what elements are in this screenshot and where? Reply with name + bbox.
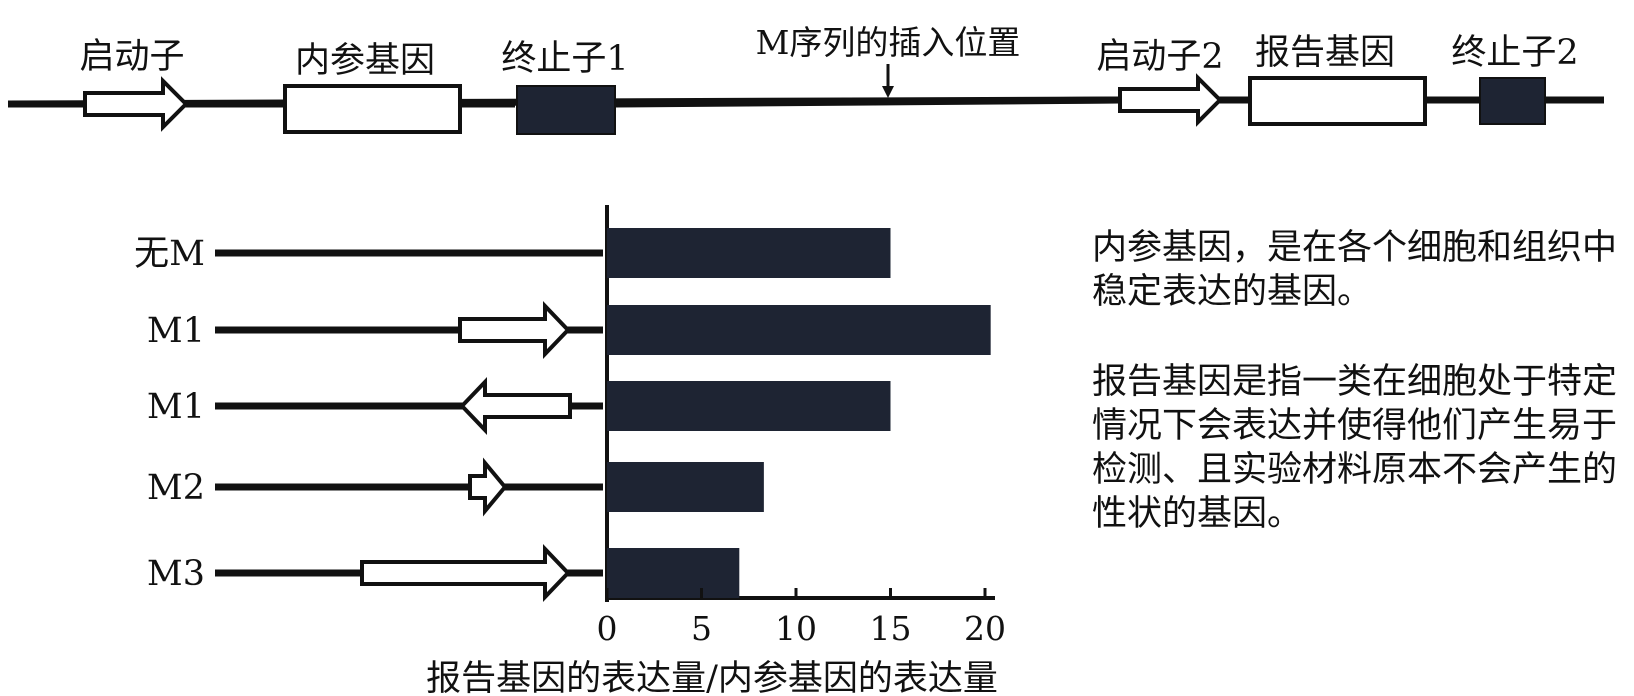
label-promoter1: 启动子 xyxy=(79,37,184,77)
m-sequence-arrow-4 xyxy=(360,544,571,602)
bar-0 xyxy=(607,228,891,278)
label-promoter2: 启动子2 xyxy=(1096,37,1223,77)
promoter2-arrow xyxy=(1118,73,1223,127)
note-reporter-gene: 报告基因是指一类在细胞处于特定情况下会表达并使得他们产生易于检测、且实验材料原本… xyxy=(1092,360,1622,536)
terminator2-box xyxy=(1479,77,1546,125)
bar-2 xyxy=(607,381,891,431)
gene-construct: 启动子 内参基因 终止子1 M序列的插入位置 启动子2 报告基因 终止子2 xyxy=(7,23,1604,135)
x-axis-title: 报告基因的表达量/内参基因的表达量 xyxy=(426,659,998,696)
m-sequence-arrow-3 xyxy=(468,457,508,517)
x-tick-label-1: 5 xyxy=(691,609,712,648)
label-terminator1: 终止子1 xyxy=(501,39,628,79)
row-label-0: 无M xyxy=(134,234,205,274)
note-reporter-gene-text: 报告基因是指一类在细胞处于特定情况下会表达并使得他们产生易于检测、且实验材料原本… xyxy=(1092,362,1618,534)
x-tick-label-4: 20 xyxy=(964,609,1006,648)
bar-1 xyxy=(607,305,991,355)
label-internal-gene: 内参基因 xyxy=(295,41,435,81)
row-label-1: M1 xyxy=(147,311,205,351)
m-sequence-arrow-1 xyxy=(458,301,571,359)
m-sequence-arrow-2 xyxy=(459,377,572,435)
label-insertion: M序列的插入位置 xyxy=(756,23,1021,62)
row-label-2: M1 xyxy=(147,387,205,427)
label-reporter-gene: 报告基因 xyxy=(1255,33,1395,73)
reporter-gene-box xyxy=(1248,76,1427,126)
row-label-3: M2 xyxy=(147,468,205,508)
terminator1-box xyxy=(516,85,616,135)
bar-4 xyxy=(607,548,740,598)
internal-gene-box xyxy=(283,84,462,134)
x-tick-label-0: 0 xyxy=(597,609,618,648)
x-tick-label-2: 10 xyxy=(775,609,817,648)
insertion-arrowhead xyxy=(882,86,894,98)
bar-3 xyxy=(607,462,764,512)
promoter1-arrow xyxy=(83,76,189,132)
bar-chart: 0 5 10 15 20 报告基因的表达量/内参基因的表达量 xyxy=(426,205,1006,696)
note-internal-gene: 内参基因，是在各个细胞和组织中稳定表达的基因。 xyxy=(1092,226,1622,314)
x-tick-label-3: 15 xyxy=(870,609,912,648)
label-terminator2: 终止子2 xyxy=(1451,33,1578,73)
note-internal-gene-text: 内参基因，是在各个细胞和组织中稳定表达的基因。 xyxy=(1092,228,1618,312)
row-label-4: M3 xyxy=(147,554,205,594)
